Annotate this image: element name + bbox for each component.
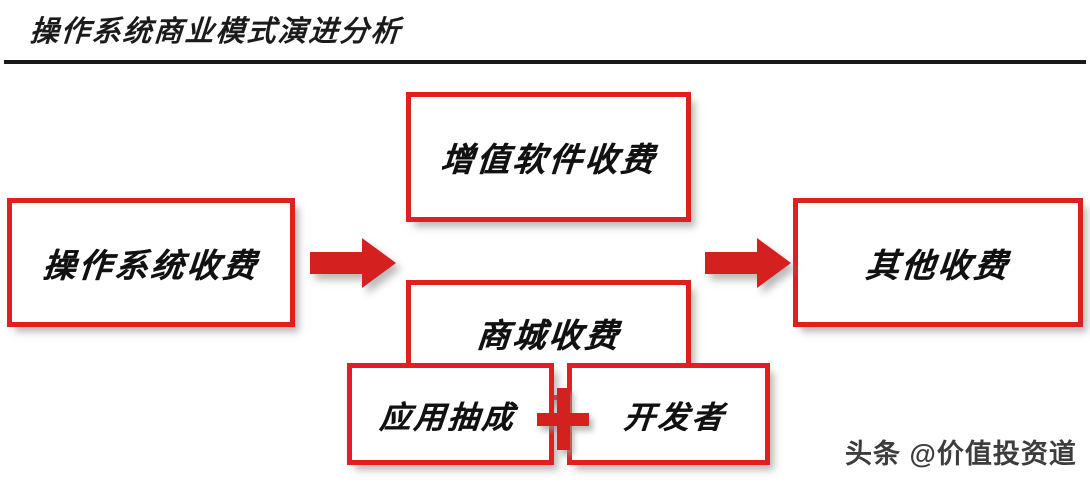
node-value-added-software-fee[interactable]: 增值软件收费 <box>406 92 691 222</box>
right-arrow-icon <box>705 238 791 288</box>
node-operating-system-fee[interactable]: 操作系统收费 <box>7 198 295 327</box>
node-other-fees[interactable]: 其他收费 <box>793 198 1083 327</box>
node-developers[interactable]: 开发者 <box>567 363 770 465</box>
node-label: 其他收费 <box>864 248 1012 285</box>
watermark: 头条 @价值投资道 <box>845 439 1077 469</box>
node-label: 开发者 <box>621 399 727 435</box>
plus-icon <box>537 388 589 450</box>
title-divider <box>4 60 1086 64</box>
node-label: 增值软件收费 <box>438 143 658 179</box>
right-arrow-icon <box>310 238 396 288</box>
plus-vertical-bar <box>557 388 570 450</box>
node-app-revenue-share[interactable]: 应用抽成 <box>347 363 554 465</box>
node-label: 商城收费 <box>474 319 622 355</box>
node-label: 操作系统收费 <box>41 248 261 285</box>
page-title: 操作系统商业模式演进分析 <box>28 16 403 48</box>
node-label: 应用抽成 <box>377 399 517 435</box>
